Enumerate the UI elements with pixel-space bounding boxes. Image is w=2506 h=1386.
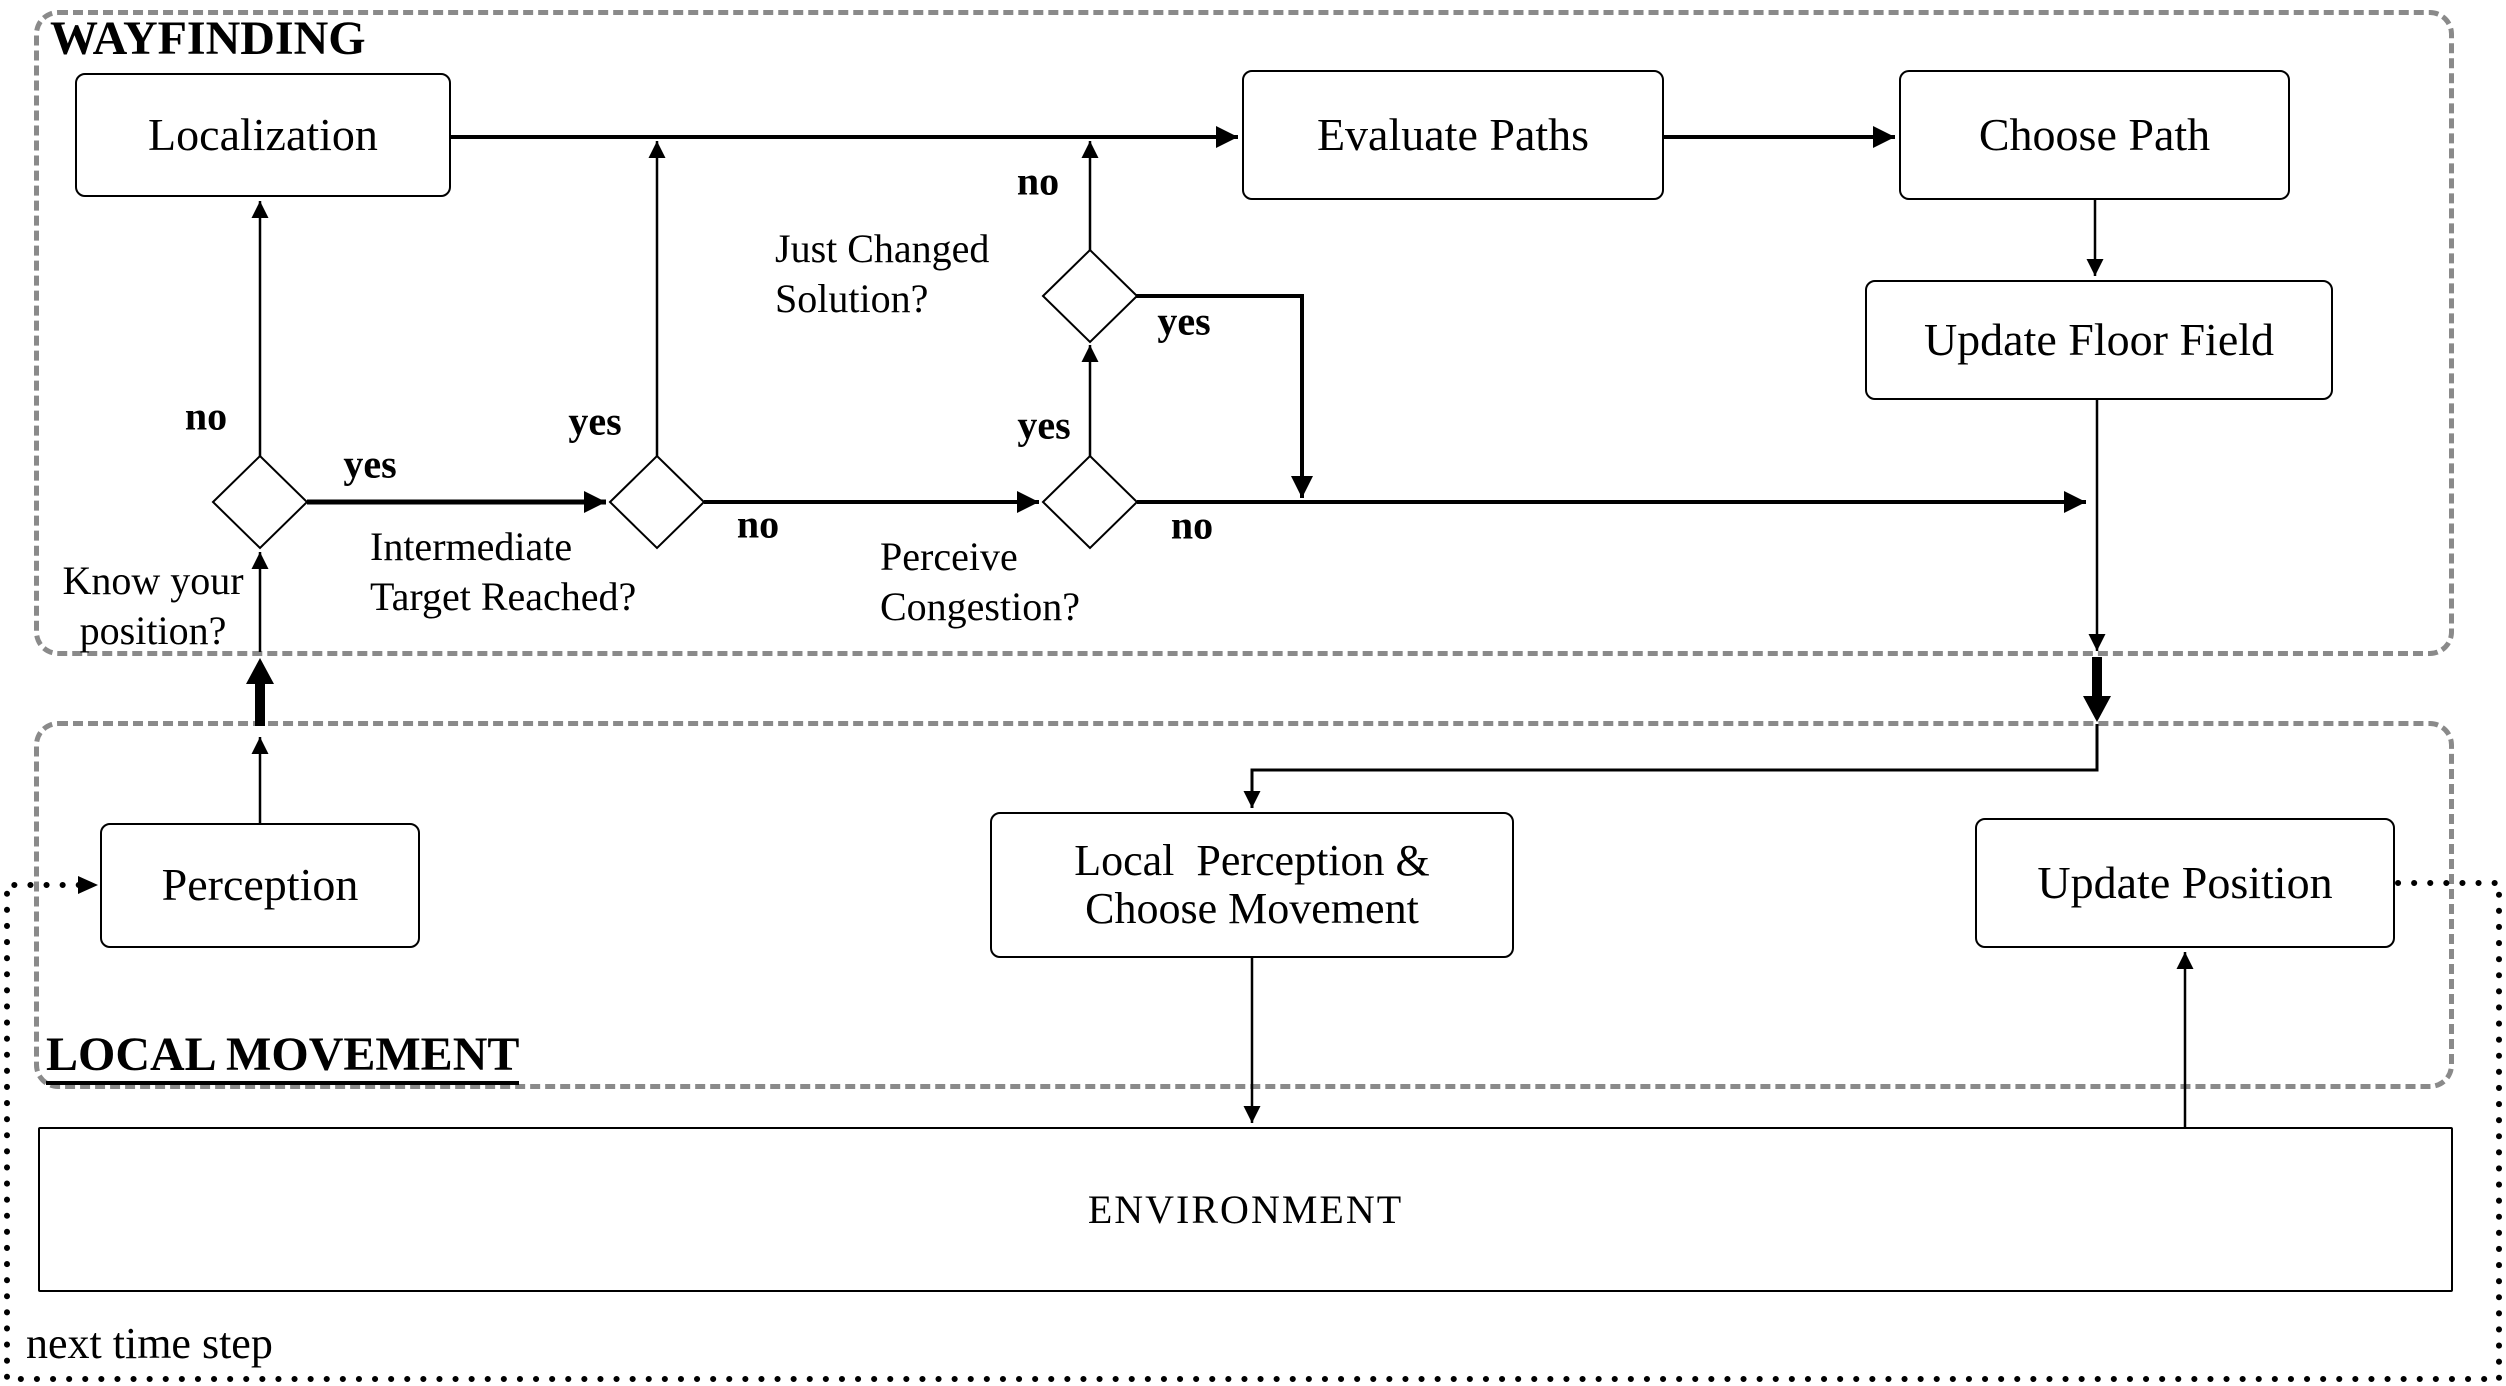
edge-label-intermediate-no: no <box>736 501 780 547</box>
thick-arrow-local-movement-to-wayfinding <box>246 658 274 726</box>
node-evaluate-paths-label: Evaluate Paths <box>1316 108 1590 160</box>
node-update-position: Update Position <box>1975 818 2395 948</box>
node-localization-label: Localization <box>148 108 378 160</box>
node-update-floor-field-label: Update Floor Field <box>1923 313 2275 365</box>
node-local-perception-choose-movement: Local Perception & Choose Movement <box>990 812 1514 958</box>
node-environment-label: ENVIRONMENT <box>1087 1186 1404 1232</box>
diamond-perceive-congestion <box>1041 454 1139 550</box>
arrow-to-local-perception <box>1243 724 2099 808</box>
node-choose-path: Choose Path <box>1899 70 2290 200</box>
node-perception: Perception <box>100 823 420 948</box>
node-update-position-label: Update Position <box>2037 856 2333 908</box>
question-know-your-position: Know your position? <box>62 558 244 654</box>
diamond-just-changed-solution <box>1041 248 1139 344</box>
thick-arrow-wayfinding-to-local-movement <box>2083 657 2111 722</box>
arrow-solution-yes-branch <box>1136 294 1313 498</box>
wayfinding-section-border <box>34 10 2454 656</box>
local-movement-section-border <box>34 721 2454 1089</box>
node-evaluate-paths: Evaluate Paths <box>1242 70 1664 200</box>
next-time-step-label: next time step <box>26 1319 273 1368</box>
wayfinding-section-title: WAYFINDING <box>50 12 366 65</box>
node-update-floor-field: Update Floor Field <box>1865 280 2333 400</box>
edge-label-know-position-yes: yes <box>343 441 397 487</box>
node-environment: ENVIRONMENT <box>38 1127 2453 1292</box>
question-intermediate-target-reached: Intermediate Target Reached? <box>370 524 637 620</box>
diamond-intermediate-target-reached <box>608 454 706 550</box>
node-localization: Localization <box>75 73 451 197</box>
diamond-know-your-position <box>211 454 309 550</box>
node-choose-path-label: Choose Path <box>1978 108 2211 160</box>
edge-label-solution-yes: yes <box>1157 298 1211 344</box>
local-movement-section-title: LOCAL MOVEMENT <box>46 1029 520 1086</box>
edge-label-congestion-yes: yes <box>1017 402 1071 448</box>
question-just-changed-solution: Just Changed Solution? <box>775 226 990 322</box>
dotted-next-time-step-loop <box>4 876 2502 1382</box>
node-local-perception-label: Local Perception & Choose Movement <box>1074 836 1430 933</box>
edge-label-solution-no: no <box>1016 158 1060 204</box>
edge-label-congestion-no: no <box>1170 502 1214 548</box>
edge-label-know-position-no: no <box>184 393 228 439</box>
question-perceive-congestion: Perceive Congestion? <box>880 534 1080 630</box>
node-perception-label: Perception <box>161 859 359 911</box>
edge-label-intermediate-yes: yes <box>568 398 622 444</box>
